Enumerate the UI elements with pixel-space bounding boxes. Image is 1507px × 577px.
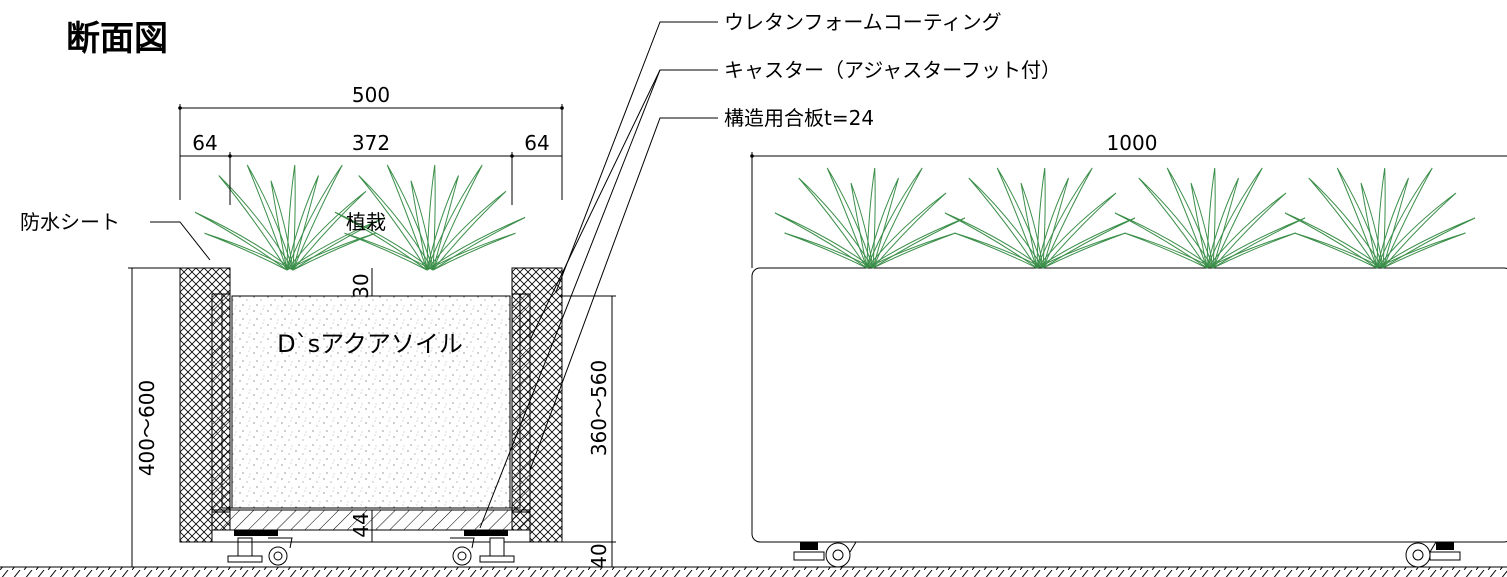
planting-grass-left	[194, 164, 526, 271]
label-planting: 植栽	[346, 210, 386, 234]
dimension-lines	[128, 104, 1507, 567]
plywood-right-wall	[511, 293, 531, 513]
dim-right-wall: 64	[524, 131, 549, 155]
planter-cross-section	[179, 267, 563, 566]
callout-caster: キャスター（アジャスターフット付）	[724, 58, 1061, 82]
callout-urethane-foam: ウレタンフォームコーティング	[724, 10, 1002, 34]
dim-inner-height: 360～560	[587, 360, 611, 456]
ground-line	[0, 566, 1507, 577]
callout-waterproof-sheet: 防水シート	[20, 210, 120, 234]
planting-grass-right	[774, 167, 1476, 269]
dim-total-width: 500	[352, 83, 390, 107]
caster-left	[227, 530, 293, 566]
dim-soil-gap: 30	[349, 273, 373, 298]
soil-fill	[231, 295, 511, 509]
dim-outer-height: 400～600	[135, 380, 159, 476]
plywood-left-wall	[211, 293, 231, 513]
waterproof-sheet-line	[221, 294, 521, 509]
dim-inner-width: 372	[352, 131, 390, 155]
dim-foot: 40	[587, 543, 611, 568]
caster-elevation-right	[1400, 541, 1461, 568]
label-soil: D`sアクアソイル	[277, 330, 463, 358]
dim-side-length: 1000	[1107, 131, 1158, 155]
dim-base: 44	[349, 512, 373, 537]
drawing-title: 断面図	[66, 19, 168, 59]
caster-right	[450, 530, 515, 566]
callout-plywood: 構造用合板t=24	[724, 106, 874, 130]
planter-side-elevation	[751, 267, 1507, 568]
caster-elevation-left	[793, 541, 857, 568]
callout-leaders	[150, 21, 718, 529]
dim-left-wall: 64	[192, 131, 217, 155]
